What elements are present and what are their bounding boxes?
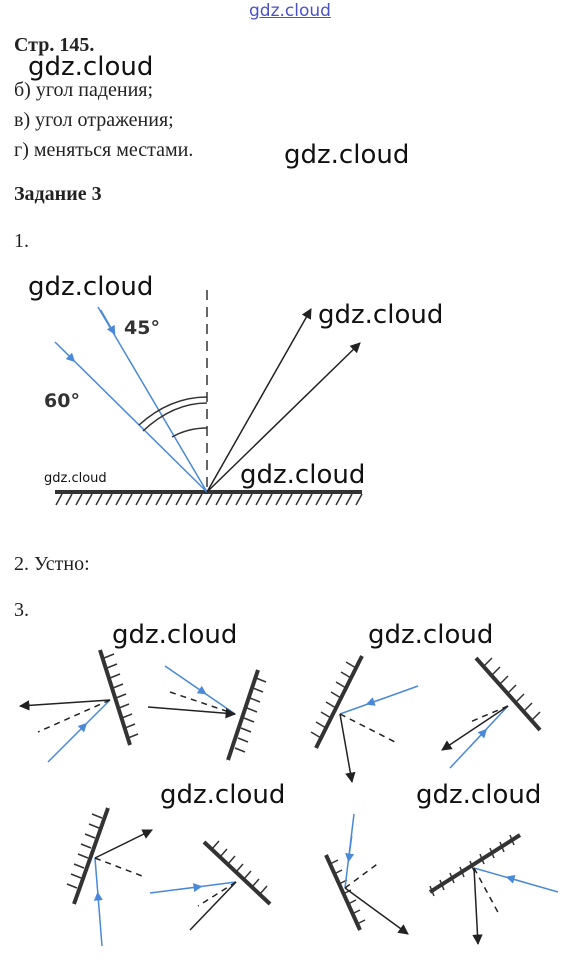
angle-label-45: 45°: [124, 317, 160, 339]
mirror-problem-1: [18, 649, 139, 763]
angle-arc-60-outer: [138, 396, 208, 426]
watermark-10[interactable]: gdz.cloud: [416, 780, 542, 810]
incident-ray-45-arrow: [100, 309, 116, 335]
incident-ray-45: [97, 306, 208, 493]
task-title: Задание 3: [14, 183, 102, 205]
angle-label-60: 60°: [44, 390, 80, 412]
mirror-problem-2: [147, 665, 267, 761]
reflected-ray-45: [206, 308, 312, 493]
angle-arc-45: [171, 427, 208, 438]
watermark-2[interactable]: gdz.cloud: [284, 140, 410, 170]
mirror-problem-3: [310, 655, 419, 784]
watermark-top[interactable]: gdz.cloud: [249, 1, 331, 21]
item-number-1: 1.: [14, 230, 29, 252]
answer-g: г) меняться местами.: [14, 139, 194, 161]
page-reference: Стр. 145.: [14, 34, 95, 56]
reflected-ray-60: [206, 342, 361, 493]
answer-b: б) угол падения;: [14, 79, 154, 101]
watermark-9[interactable]: gdz.cloud: [160, 780, 286, 810]
mirror-problem-5: [66, 807, 153, 947]
answer-v: в) угол отражения;: [14, 109, 174, 131]
item-number-2: 2. Устно:: [14, 553, 90, 575]
item-number-3: 3.: [14, 599, 29, 621]
watermark-6[interactable]: gdz.cloud: [240, 460, 366, 490]
watermark-3[interactable]: gdz.cloud: [28, 272, 154, 302]
watermark-1[interactable]: gdz.cloud: [28, 52, 154, 82]
mirror-problems: [18, 649, 559, 947]
incident-ray-60: [54, 341, 208, 493]
mirror-hatching: [55, 493, 363, 506]
reflection-diagram-1: 45° 60°: [44, 290, 363, 506]
incident-ray-60-arrow: [57, 344, 76, 363]
mirror-problem-4: [441, 656, 542, 769]
mirror-problem-7: [324, 813, 409, 935]
watermark-7[interactable]: gdz.cloud: [112, 620, 238, 650]
watermark-4[interactable]: gdz.cloud: [318, 300, 444, 330]
watermark-5[interactable]: gdz.cloud: [44, 471, 107, 486]
mirror-problem-8: [428, 833, 559, 946]
angle-arc-60-inner: [142, 402, 208, 432]
mirror-problem-6: [149, 840, 272, 931]
watermark-8[interactable]: gdz.cloud: [368, 620, 494, 650]
